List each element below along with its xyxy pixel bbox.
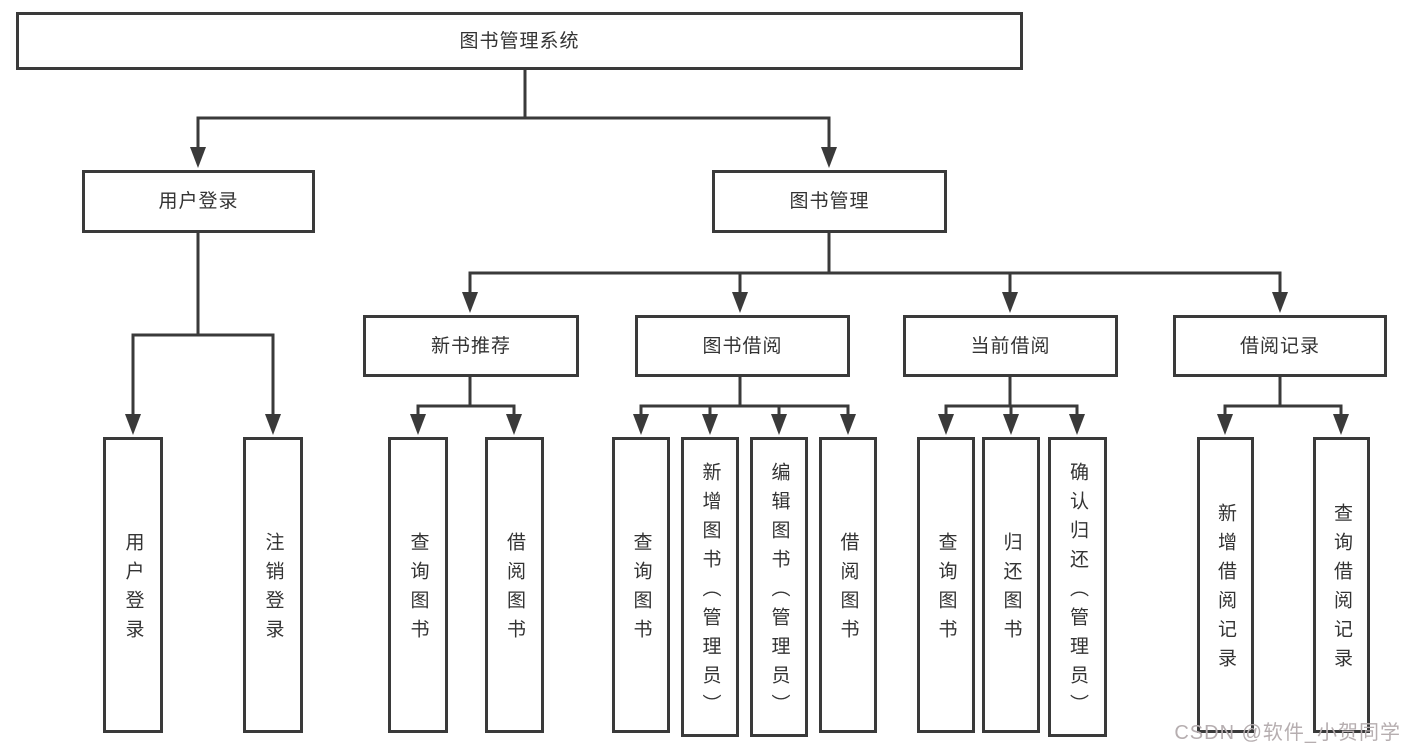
leaf-confirm-return-admin: 确认归还（管理员）	[1048, 437, 1107, 737]
node-root-library-management-system: 图书管理系统	[16, 12, 1023, 70]
leaf-edit-books-admin: 编辑图书（管理员）	[750, 437, 808, 737]
leaf-borrow-books-borrowing: 借阅图书	[819, 437, 877, 733]
node-book-management: 图书管理	[712, 170, 947, 233]
csdn-watermark: CSDN @软件_小贺同学	[1174, 722, 1401, 744]
leaf-logout-login: 注销登录	[243, 437, 303, 733]
leaf-add-borrowing-record: 新增借阅记录	[1197, 437, 1254, 733]
leaf-query-borrowing-record: 查询借阅记录	[1313, 437, 1370, 733]
node-user-login: 用户登录	[82, 170, 315, 233]
leaf-return-books: 归还图书	[982, 437, 1040, 733]
leaf-query-books-borrowing: 查询图书	[612, 437, 670, 733]
leaf-borrow-books-recommendation: 借阅图书	[485, 437, 544, 733]
node-current-borrowing: 当前借阅	[903, 315, 1118, 377]
leaf-query-books-recommendation: 查询图书	[388, 437, 448, 733]
leaf-add-books-admin: 新增图书（管理员）	[681, 437, 739, 737]
node-new-book-recommendation: 新书推荐	[363, 315, 579, 377]
node-borrowing-records: 借阅记录	[1173, 315, 1387, 377]
leaf-user-login: 用户登录	[103, 437, 163, 733]
node-book-borrowing: 图书借阅	[635, 315, 850, 377]
leaf-query-books-current: 查询图书	[917, 437, 975, 733]
